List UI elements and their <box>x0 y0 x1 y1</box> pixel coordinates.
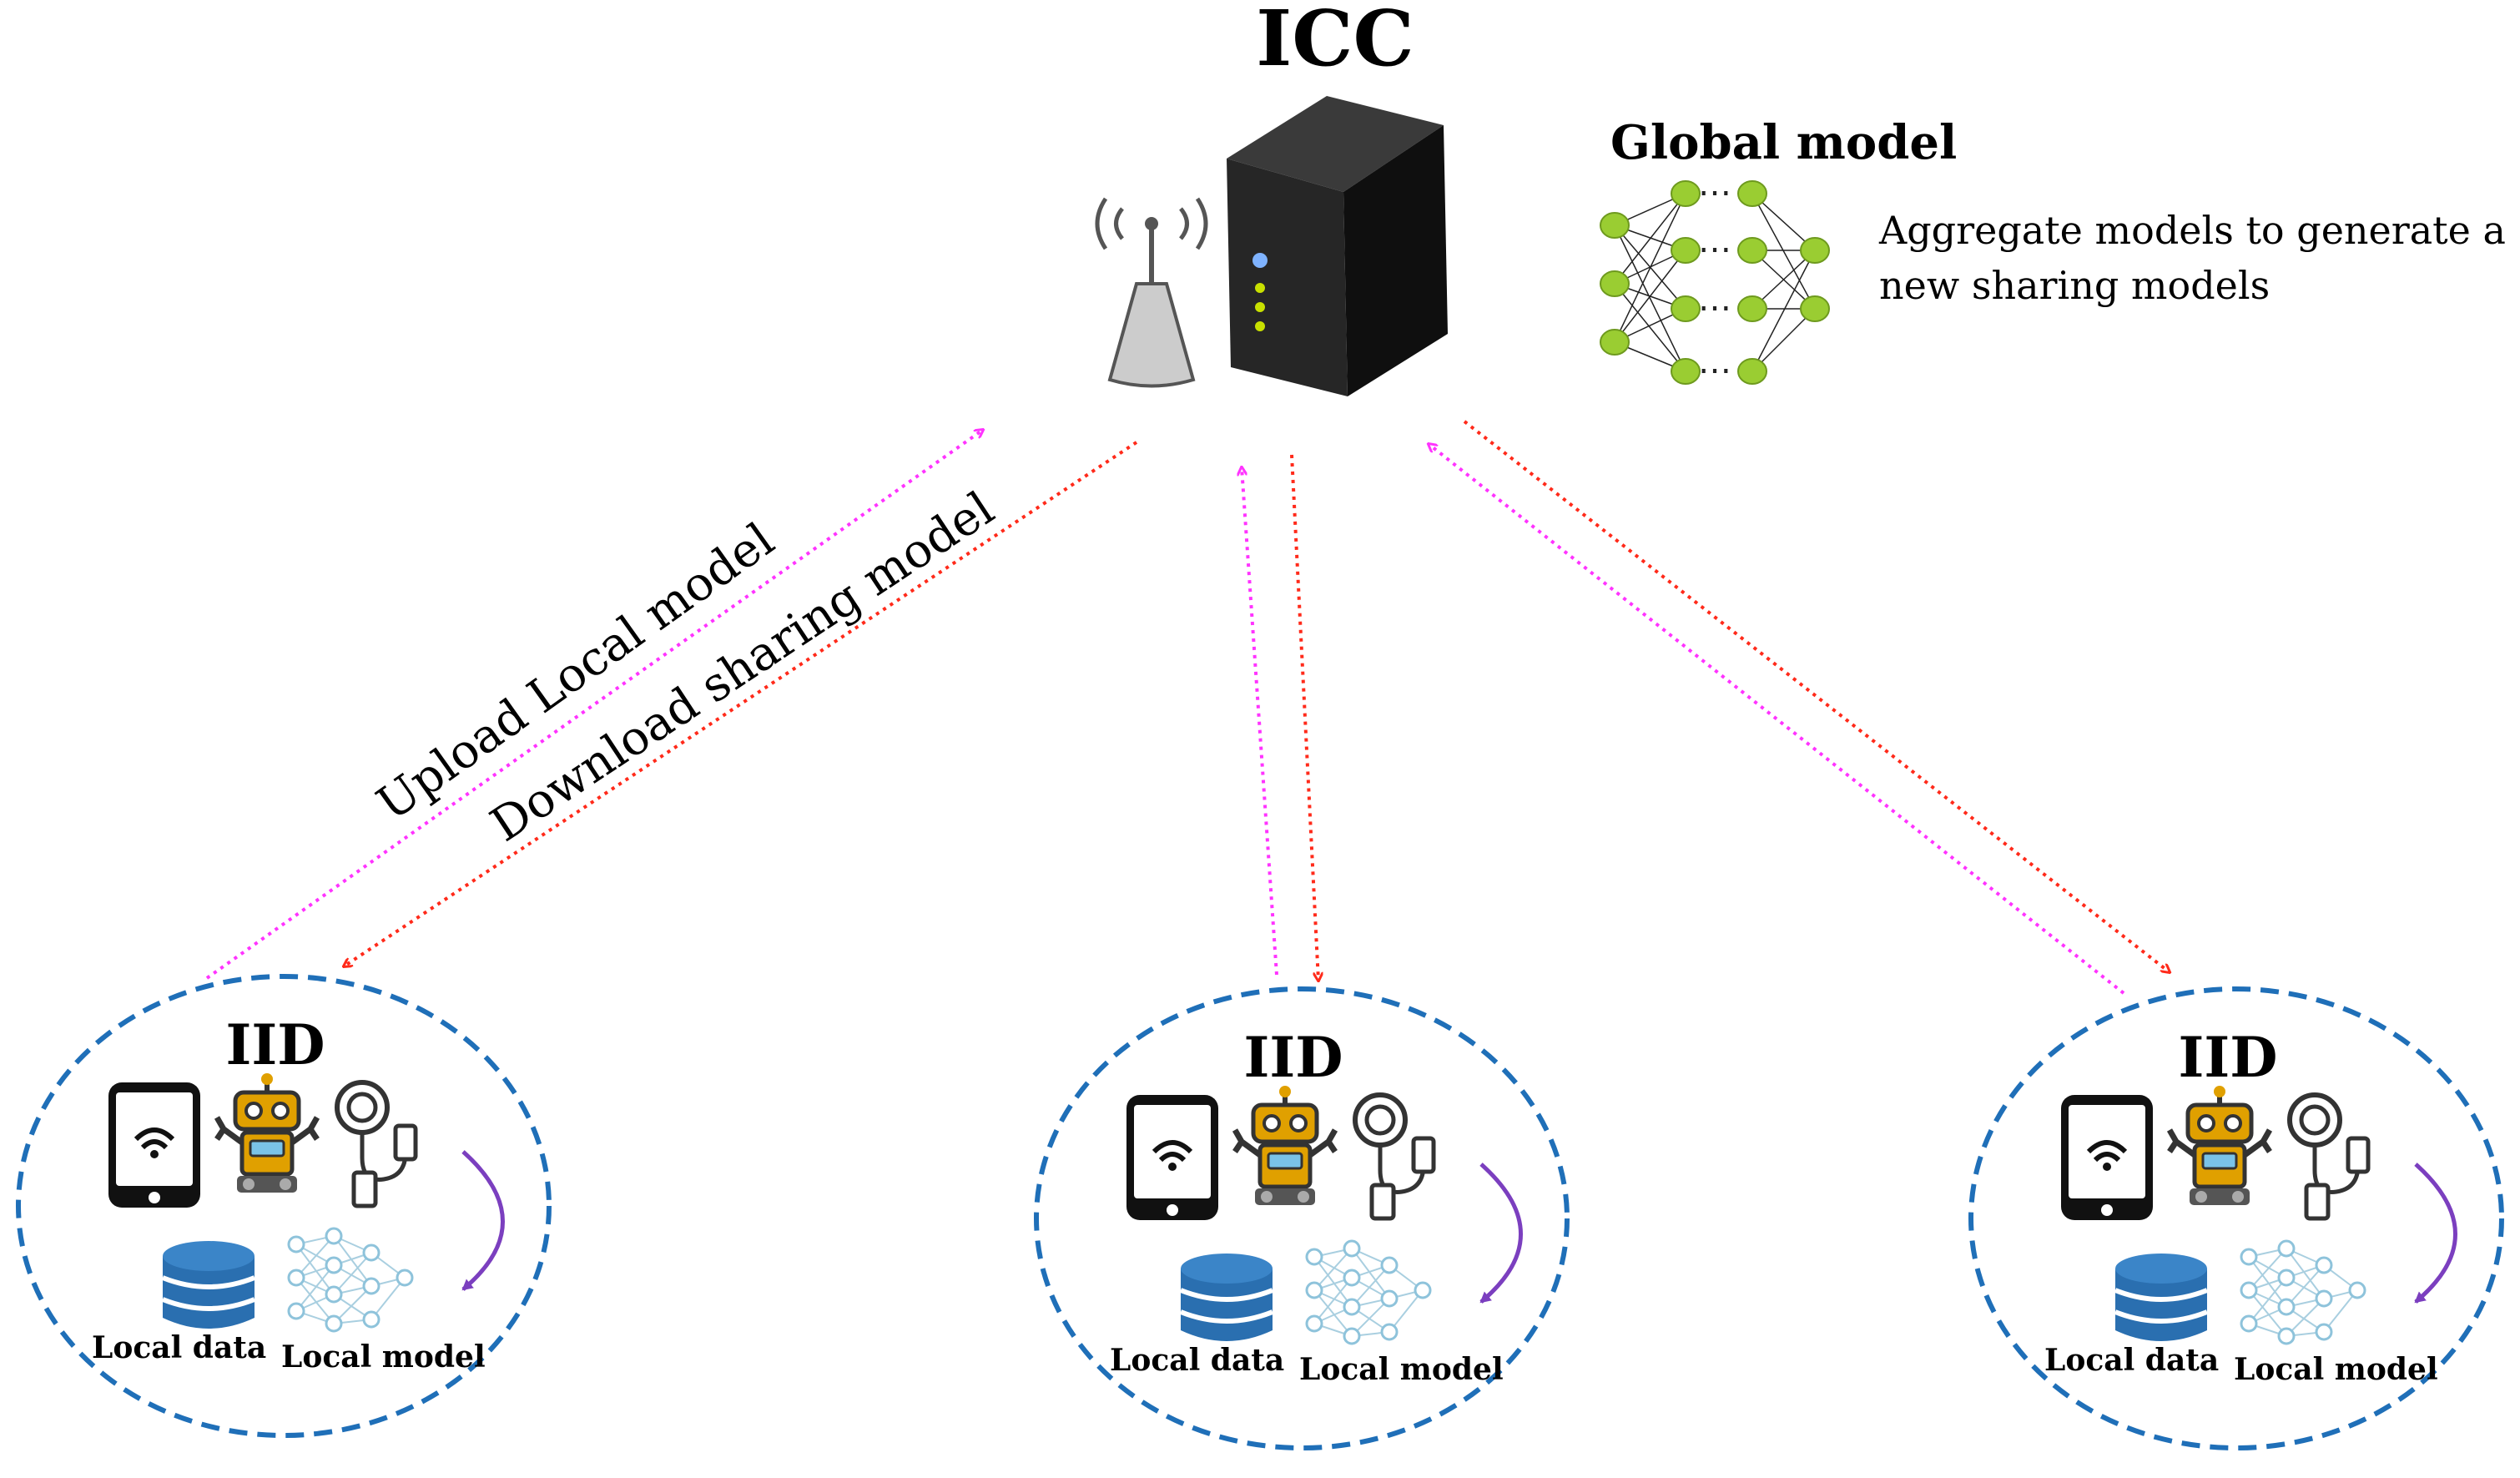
smartphone-icon <box>1126 1095 1218 1220</box>
neural-network-icon <box>1305 1239 1432 1345</box>
upload-arrow-left <box>205 430 983 980</box>
global-model-description-line2: new sharing models <box>1879 263 2270 308</box>
svg-text:⋯: ⋯ <box>1698 230 1731 269</box>
local-data-label: Local data <box>2044 1343 2219 1378</box>
database-icon <box>1181 1254 1273 1341</box>
local-data-label: Local data <box>1110 1343 1284 1378</box>
device-title: IID <box>2179 1025 2278 1090</box>
neural-network-icon <box>2240 1239 2366 1345</box>
training-cycle-arrow <box>461 1150 505 1291</box>
database-icon <box>163 1241 255 1329</box>
server-icon <box>1227 96 1448 396</box>
device-title: IID <box>226 1012 325 1077</box>
robot-icon <box>1235 1086 1335 1205</box>
local-model-label: Local model <box>281 1339 486 1375</box>
database-icon <box>2115 1254 2207 1341</box>
smartphone-icon <box>2061 1095 2153 1220</box>
local-data-label: Local data <box>92 1330 266 1365</box>
device-group-iid: IID Local data Local model <box>16 974 552 1438</box>
neural-network-icon <box>287 1227 414 1333</box>
download-arrow-center <box>1290 454 1318 981</box>
upload-arrow-center <box>1242 467 1278 976</box>
device-boundary-ring <box>1968 986 2504 1450</box>
training-cycle-arrow <box>2414 1163 2457 1304</box>
device-group-iid: IID Local data Local model <box>1968 986 2504 1450</box>
svg-text:⋯: ⋯ <box>1698 289 1731 327</box>
antenna-icon <box>1095 197 1208 388</box>
global-neural-network-icon: ⋯ ⋯ ⋯ ⋯ <box>1600 174 1830 390</box>
local-model-label: Local model <box>1299 1352 1504 1387</box>
robot-icon <box>2170 1086 2270 1205</box>
download-arrow-right <box>1463 420 2170 972</box>
robot-icon <box>217 1073 317 1193</box>
sensor-probe-icon <box>2290 1095 2368 1218</box>
smartphone-icon <box>108 1082 200 1208</box>
upload-arrow-right <box>1429 444 2125 995</box>
training-cycle-arrow <box>1479 1163 1523 1304</box>
svg-text:⋯: ⋯ <box>1698 174 1731 212</box>
sensor-probe-icon <box>1355 1095 1434 1218</box>
local-model-label: Local model <box>2234 1352 2438 1387</box>
svg-text:⋯: ⋯ <box>1698 351 1731 390</box>
server-title: ICC <box>1256 0 1414 83</box>
device-boundary-ring <box>16 974 552 1438</box>
device-title: IID <box>1244 1025 1343 1090</box>
device-boundary-ring <box>1034 986 1570 1450</box>
global-model-title: Global model <box>1610 115 1957 170</box>
sensor-probe-icon <box>337 1082 416 1206</box>
device-group-iid: IID Local data Local model <box>1034 986 1570 1450</box>
global-model-description-line1: Aggregate models to generate a <box>1878 208 2506 253</box>
